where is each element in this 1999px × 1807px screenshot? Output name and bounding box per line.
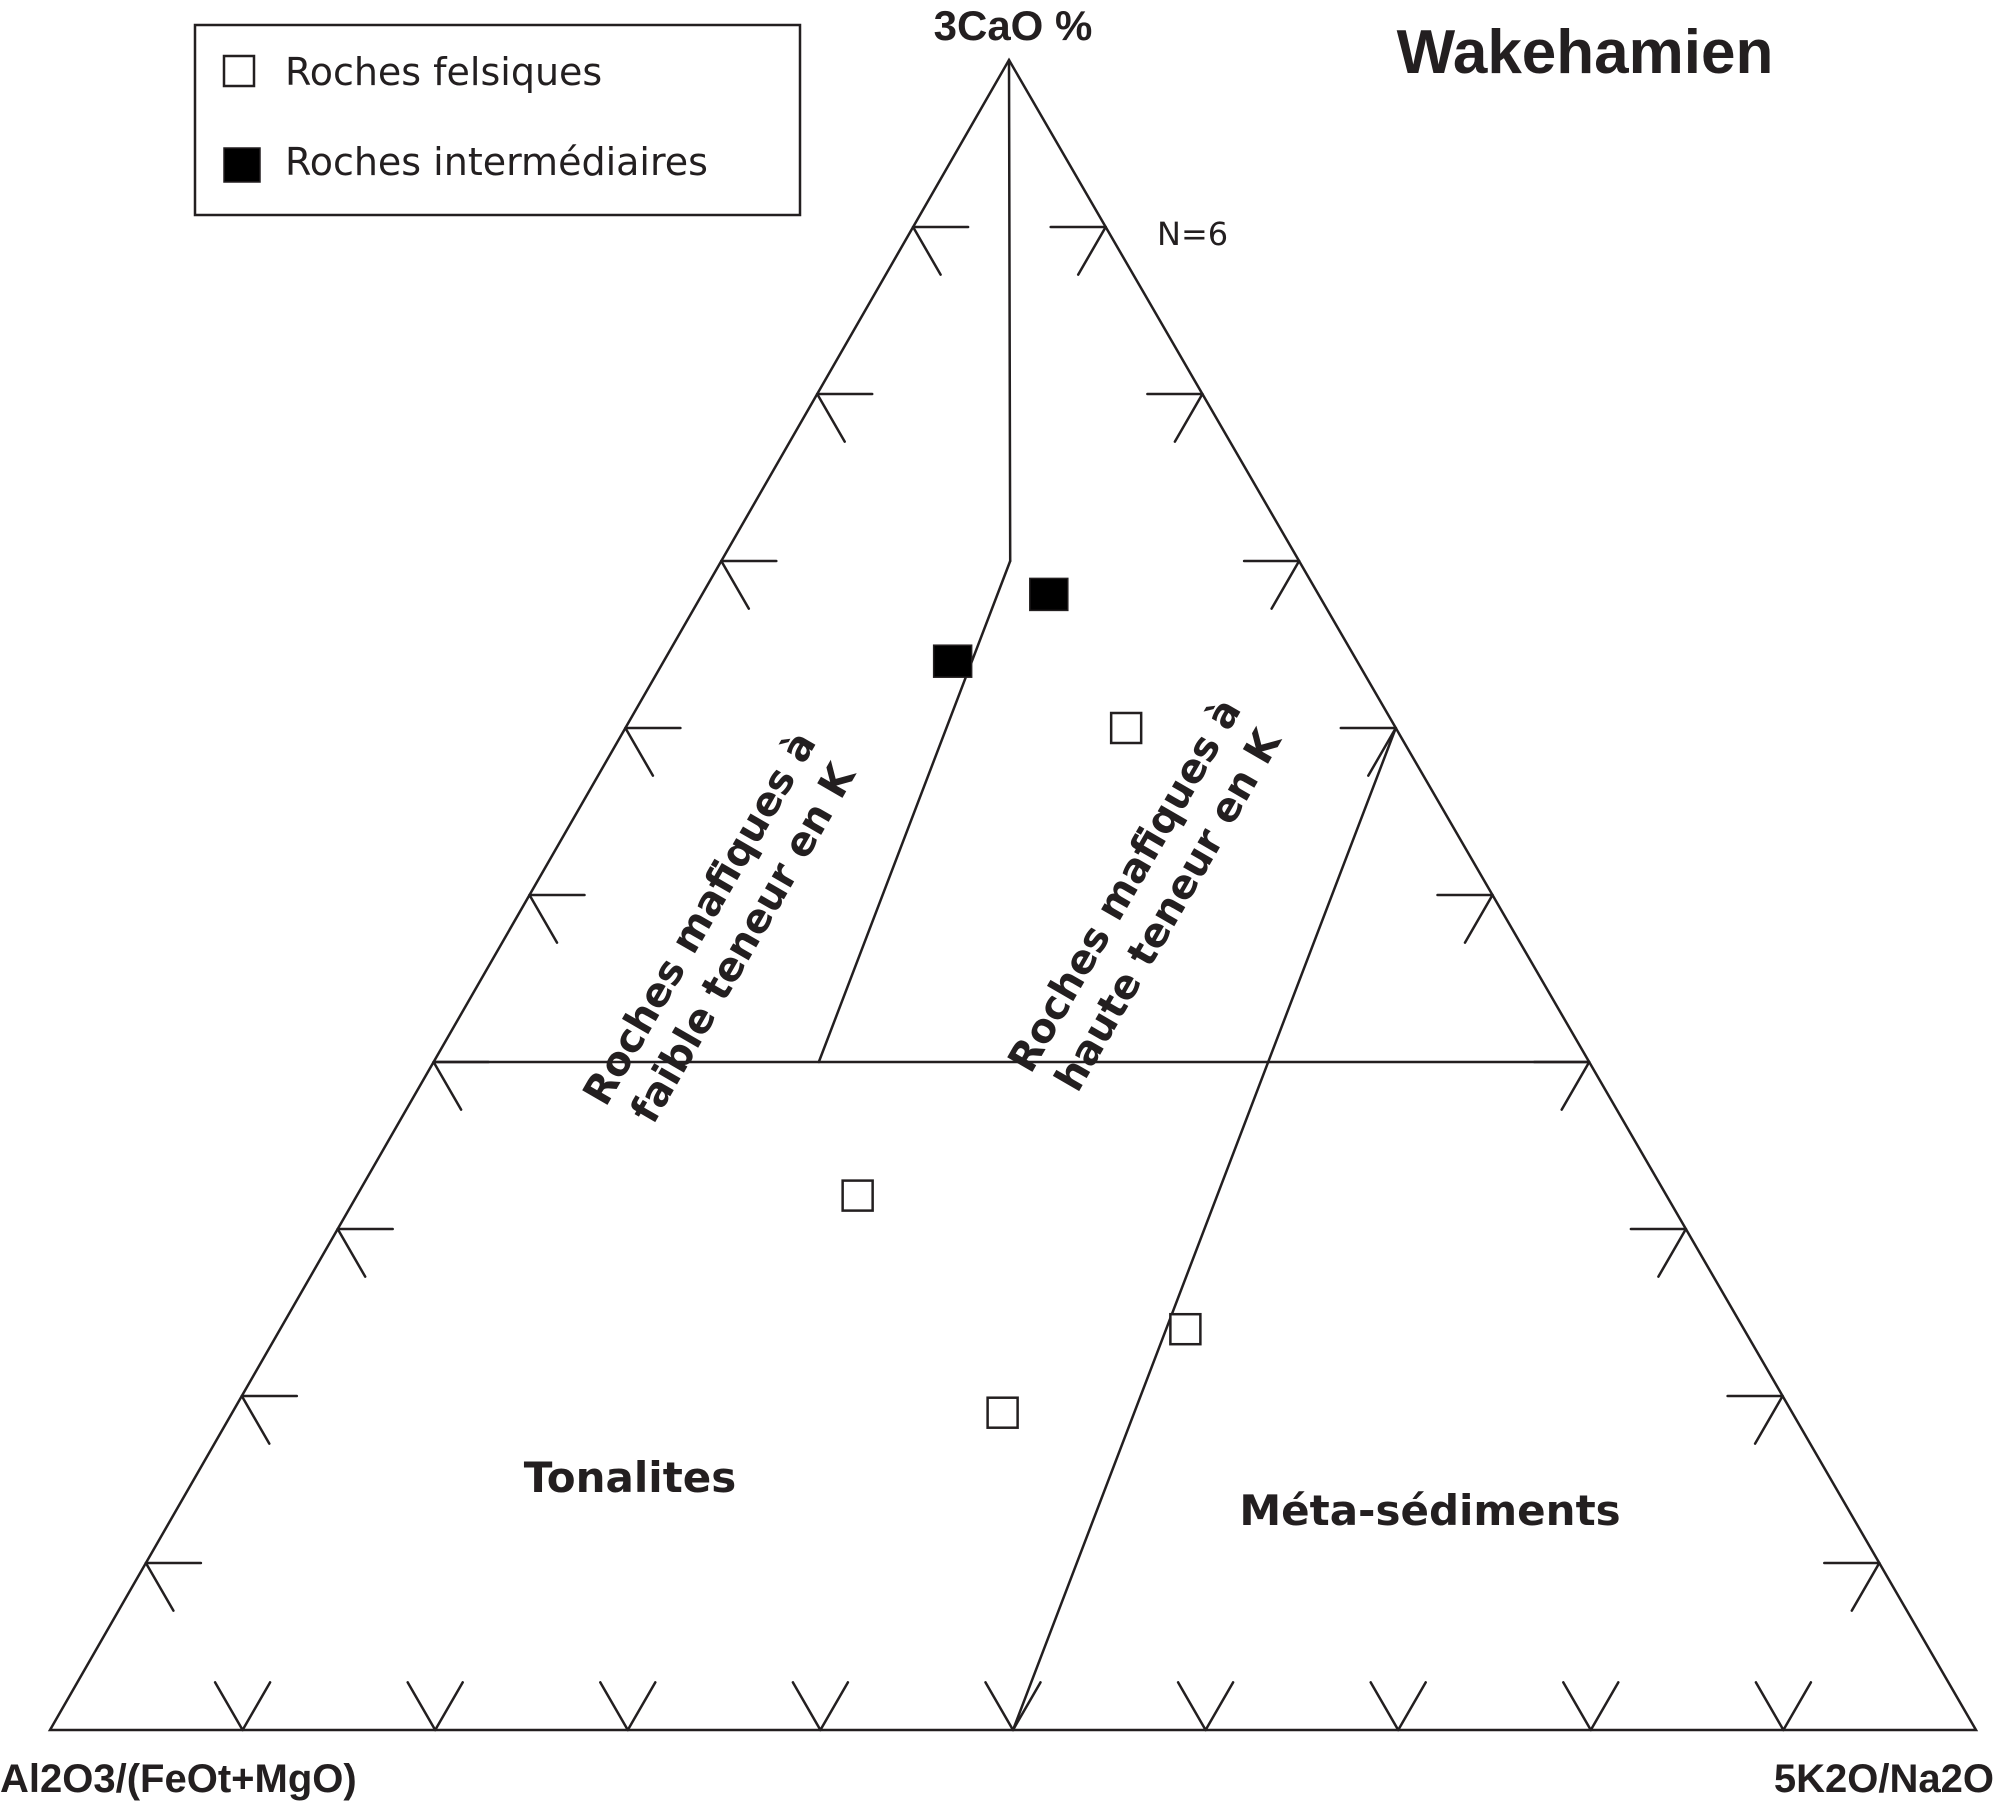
- apex-label-top: 3CaO %: [934, 2, 1093, 49]
- tick-bottom-8: [1562, 1681, 1620, 1732]
- field-boundary-3: [1007, 58, 1012, 563]
- tick-left-8: [815, 392, 874, 443]
- tick-right-diag-2: [1173, 392, 1204, 443]
- legend: Roches felsiques Roches intermédiaires: [193, 23, 802, 217]
- tick-right-5: [1436, 893, 1494, 944]
- tick-right-diag-9: [1850, 1561, 1881, 1612]
- tick-right-diag-7: [1657, 1227, 1688, 1278]
- tick-bottom-1: [213, 1681, 272, 1732]
- tick-left-diag-1: [144, 1561, 175, 1612]
- tick-right-7: [1629, 1227, 1688, 1278]
- tick-bottom-6: [1176, 1681, 1235, 1732]
- tick-right-2: [1146, 392, 1204, 443]
- tick-bottom-2: [406, 1681, 464, 1732]
- tick-bottom-9: [1754, 1681, 1813, 1732]
- chart-title: Wakehamien: [1397, 18, 1774, 87]
- point-intermediate-1: [1029, 577, 1069, 612]
- tick-left-diag-2: [240, 1394, 271, 1445]
- tick-bottom-left-3: [599, 1681, 630, 1732]
- tick-left-diag-6: [624, 726, 655, 777]
- tick-right-1: [1049, 225, 1107, 276]
- triangle-frame: [47, 57, 1979, 1732]
- tick-right-8: [1726, 1394, 1784, 1445]
- tick-bottom-left-8: [1562, 1681, 1593, 1732]
- tick-bottom-right-5: [1011, 1681, 1042, 1732]
- tick-bottom-left-1: [213, 1681, 244, 1732]
- tick-left-6: [624, 726, 682, 777]
- data-points: [841, 577, 1202, 1429]
- triangle-outline: [47, 57, 1979, 1732]
- tick-right-diag-6: [1560, 1060, 1591, 1111]
- tick-bottom-5: [984, 1681, 1042, 1732]
- tick-left-4: [432, 1060, 490, 1111]
- legend-marker-intermediate: [223, 147, 261, 183]
- field-label-meta-sediments: Méta-sédiments: [1239, 1486, 1620, 1535]
- apex-label-right: 5K2O/Na2O: [1774, 1757, 1994, 1801]
- tick-left-5: [528, 893, 586, 944]
- tick-bottom-right-3: [626, 1681, 657, 1732]
- point-felsic-0: [1109, 711, 1143, 745]
- point-felsic-3: [986, 1396, 1019, 1429]
- field-boundaries: [432, 58, 1591, 1732]
- tick-left-diag-7: [720, 559, 751, 610]
- tick-left-diag-9: [911, 225, 942, 276]
- tick-bottom-right-4: [819, 1681, 850, 1732]
- tick-right-6: [1532, 1060, 1591, 1111]
- field-boundary-2: [817, 559, 1012, 1064]
- point-felsic-2: [1169, 1312, 1202, 1346]
- legend-label-felsic: Roches felsiques: [285, 50, 602, 94]
- tick-left-diag-4: [432, 1060, 463, 1111]
- tick-left-2: [240, 1394, 299, 1445]
- tick-bottom-left-5: [984, 1681, 1015, 1732]
- field-label-high-k-mafic: Roches mafiques à haute teneur en K: [1000, 691, 1292, 1099]
- tick-bottom-4: [791, 1681, 850, 1732]
- tick-bottom-right-9: [1782, 1681, 1813, 1732]
- tick-bottom-right-7: [1396, 1681, 1427, 1732]
- point-intermediate-0: [932, 644, 973, 678]
- tick-bottom-left-7: [1369, 1681, 1400, 1732]
- tick-right-3: [1242, 559, 1301, 610]
- tick-right-4: [1339, 726, 1398, 777]
- field-label-tonalites: Tonalites: [524, 1453, 737, 1502]
- legend-box: [193, 23, 802, 217]
- legend-label-intermediate: Roches intermédiaires: [285, 140, 708, 184]
- tick-marks: [144, 225, 1881, 1732]
- tick-right-diag-8: [1753, 1394, 1784, 1445]
- field-boundary-1: [1011, 726, 1398, 1732]
- tick-bottom-right-6: [1204, 1681, 1235, 1732]
- point-felsic-1: [841, 1179, 874, 1212]
- tick-right-diag-5: [1463, 893, 1494, 944]
- tick-left-diag-8: [815, 392, 846, 443]
- tick-right-diag-1: [1076, 225, 1107, 276]
- tick-left-3: [336, 1227, 394, 1278]
- tick-bottom-right-1: [241, 1681, 272, 1732]
- tick-bottom-left-6: [1176, 1681, 1207, 1732]
- sample-count: N=6: [1157, 215, 1228, 253]
- tick-bottom-right-8: [1589, 1681, 1620, 1732]
- tick-left-7: [720, 559, 778, 610]
- tick-left-1: [144, 1561, 203, 1612]
- tick-right-diag-4: [1367, 726, 1398, 777]
- tick-right-diag-3: [1270, 559, 1301, 610]
- tick-bottom-left-4: [791, 1681, 822, 1732]
- tick-bottom-left-2: [406, 1681, 437, 1732]
- field-label-low-k-mafic: Roches mafiques à faible teneur en K: [575, 724, 866, 1131]
- tick-bottom-left-9: [1754, 1681, 1785, 1732]
- tick-bottom-7: [1369, 1681, 1427, 1732]
- tick-bottom-3: [599, 1681, 657, 1732]
- tick-left-diag-3: [336, 1227, 367, 1278]
- tick-left-9: [911, 225, 970, 276]
- apex-label-left: Al2O3/(FeOt+MgO): [0, 1757, 357, 1801]
- tick-bottom-right-2: [433, 1681, 464, 1732]
- tick-left-diag-5: [528, 893, 559, 944]
- tick-right-9: [1823, 1561, 1881, 1612]
- legend-marker-felsic: [222, 54, 256, 88]
